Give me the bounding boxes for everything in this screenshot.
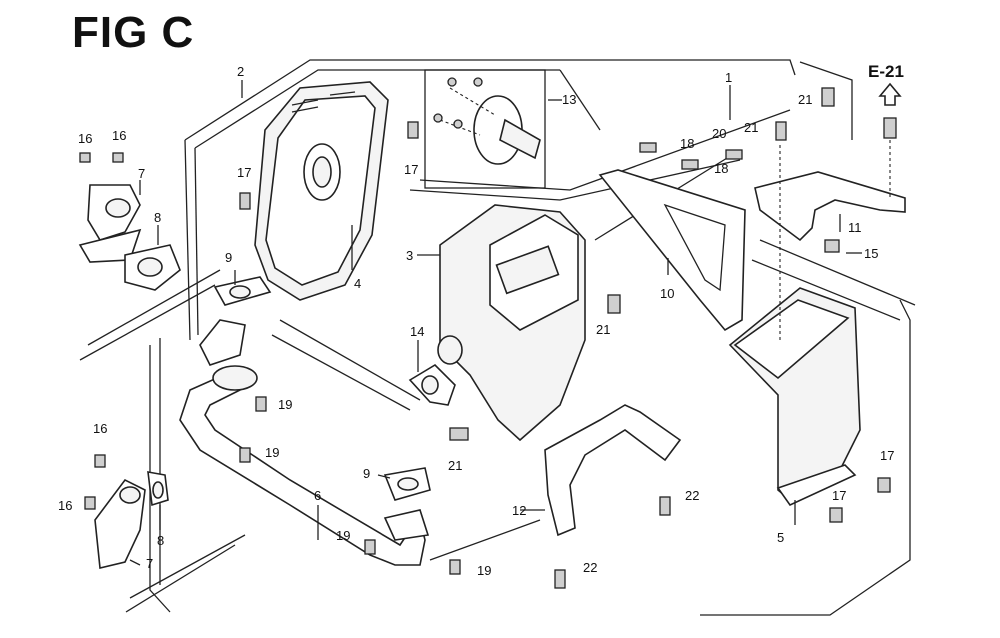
callout-8-upper: 8 [154, 210, 161, 225]
pipe-clamp [408, 363, 456, 406]
callout-1: 1 [725, 70, 732, 85]
callout-16-b: 16 [112, 128, 126, 143]
callout-9-upper: 9 [225, 250, 232, 265]
callout-7-lower: 7 [146, 556, 153, 571]
lower-elbow-stack [84, 454, 169, 569]
callout-4: 4 [354, 276, 361, 291]
exhaust-pipe [179, 319, 426, 566]
callout-21-b: 21 [798, 92, 812, 107]
assembly-outline [79, 59, 916, 616]
callout-9-lower: 9 [363, 466, 370, 481]
callout-17-d: 17 [832, 488, 846, 503]
bolts [239, 82, 902, 589]
upper-flange-stack [78, 152, 181, 291]
callout-3: 3 [406, 248, 413, 263]
callout-10: 10 [660, 286, 674, 301]
callout-21-d: 21 [448, 458, 462, 473]
callout-8-lower: 8 [157, 533, 164, 548]
callout-14: 14 [410, 324, 424, 339]
figure-title: FIG C [72, 8, 195, 57]
callout-15: 15 [864, 246, 878, 261]
callout-18-b: 18 [714, 161, 728, 176]
callout-16-c: 16 [93, 421, 107, 436]
callout-11: 11 [848, 220, 862, 235]
callout-19-c: 19 [336, 528, 350, 543]
callout-19-d: 19 [477, 563, 491, 578]
inset-box-13 [424, 69, 546, 189]
callout-17-b: 17 [404, 162, 418, 177]
callout-19-b: 19 [265, 445, 279, 460]
muffler [437, 204, 586, 442]
callout-21-c: 21 [596, 322, 610, 337]
callout-2: 2 [237, 64, 244, 79]
gasket-lower [383, 467, 431, 541]
callout-13: 13 [562, 92, 576, 107]
callout-5: 5 [777, 530, 784, 545]
gasket-upper [213, 276, 272, 306]
callout-16-d: 16 [58, 498, 72, 513]
muffler-bracket [544, 404, 682, 537]
upper-bracket [754, 171, 906, 242]
callout-22-b: 22 [583, 560, 597, 575]
callout-18-a: 18 [680, 136, 694, 151]
muffler-stay [598, 169, 746, 332]
muffler-protector [254, 81, 389, 301]
callout-17-c: 17 [880, 448, 894, 463]
callout-21-a: 21 [744, 120, 758, 135]
callout-7-upper: 7 [138, 166, 145, 181]
callout-6: 6 [314, 488, 321, 503]
callout-labels: 1 2 3 4 5 6 7 7 8 8 9 9 10 11 12 13 14 1… [58, 64, 894, 578]
callout-12: 12 [512, 503, 526, 518]
callout-20: 20 [712, 126, 726, 141]
callout-17-a: 17 [237, 165, 251, 180]
callout-19-a: 19 [278, 397, 292, 412]
callout-22-a: 22 [685, 488, 699, 503]
reference-label: E-21 [868, 62, 904, 81]
muffler-cover [728, 287, 861, 507]
leader-lines [129, 80, 862, 566]
up-arrow-icon [878, 82, 902, 106]
callout-16-a: 16 [78, 131, 92, 146]
